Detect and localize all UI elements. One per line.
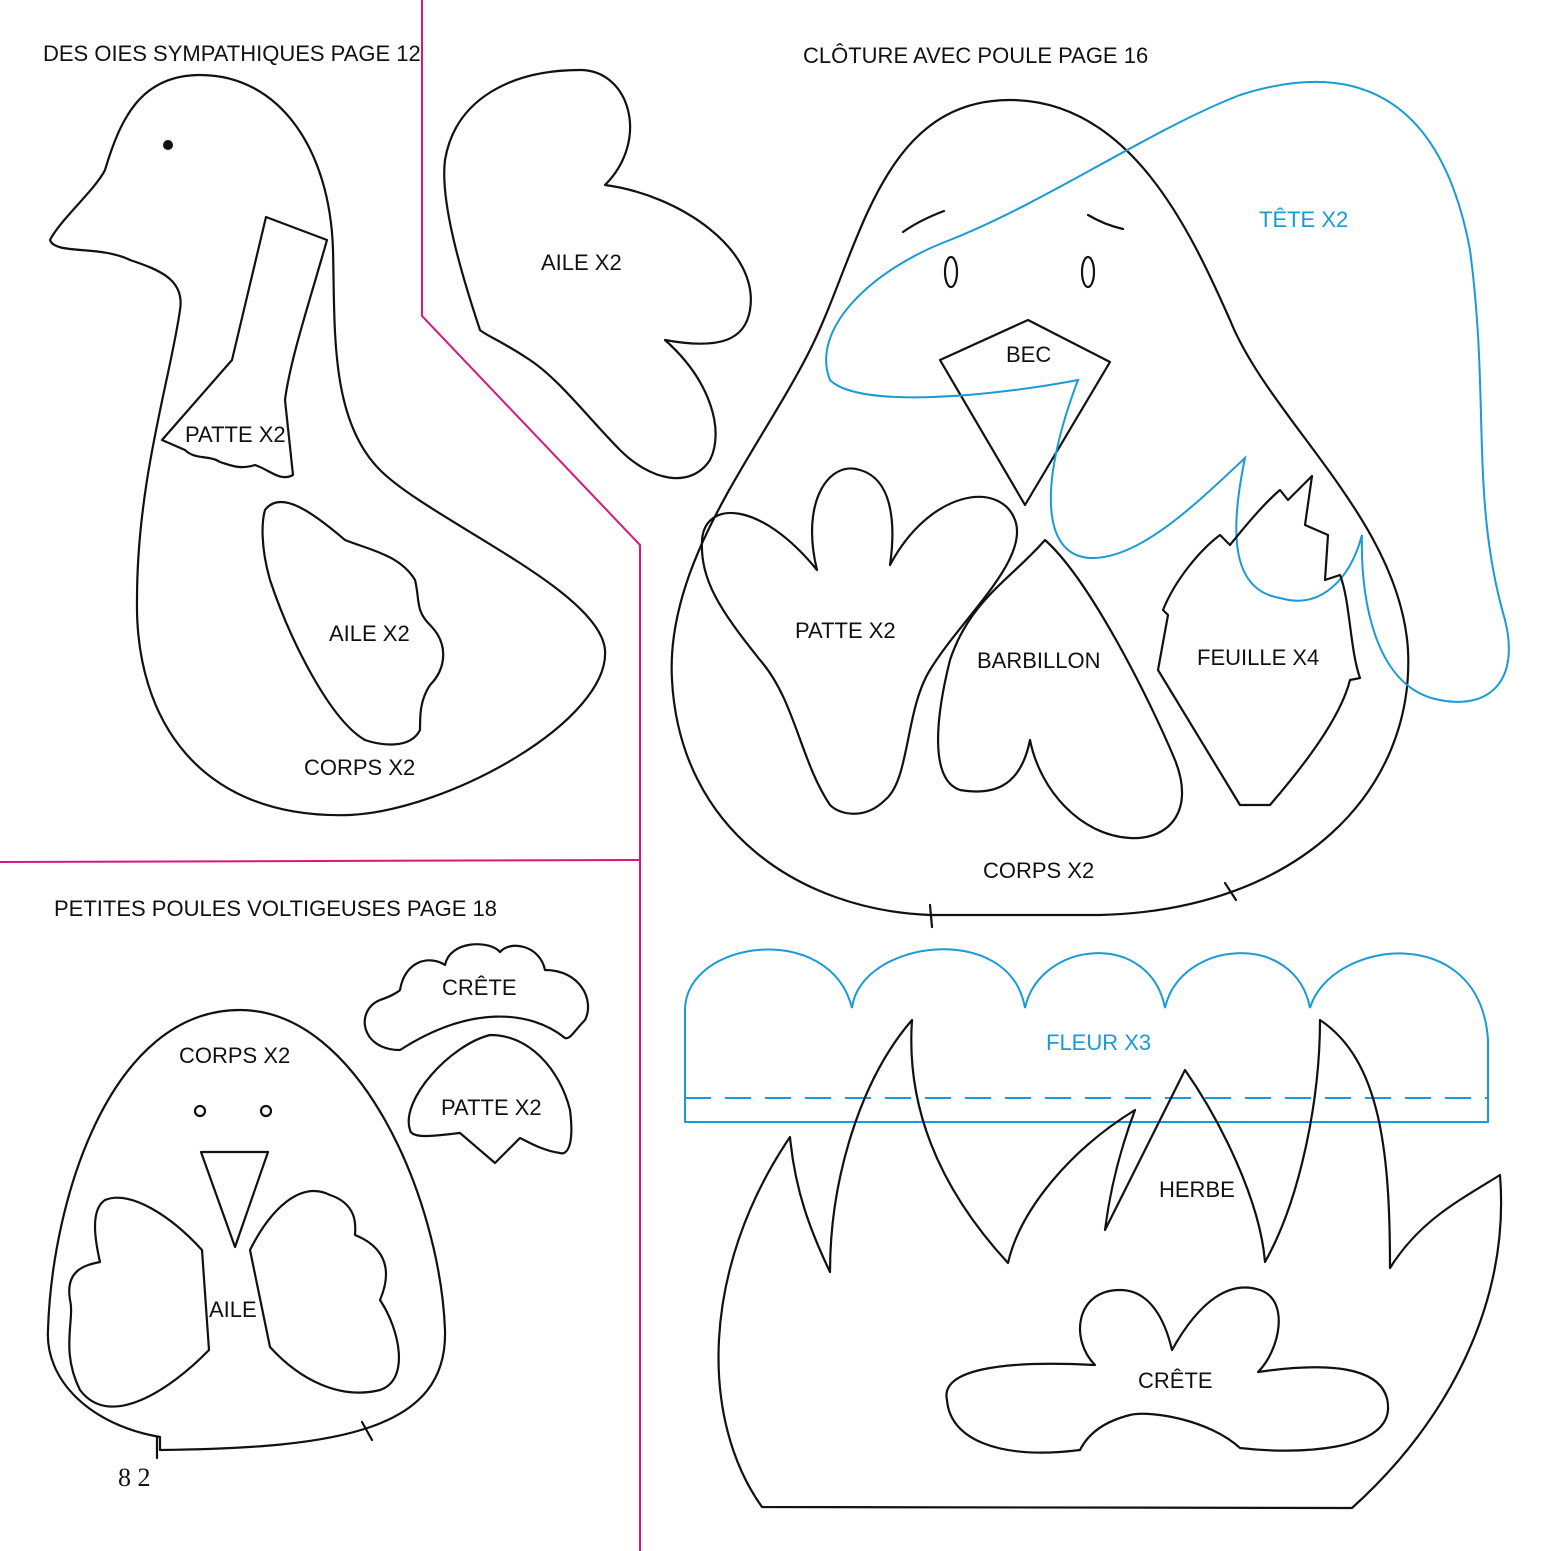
label-corps: CORPS X2: [983, 858, 1094, 883]
label-goose-corps: CORPS X2: [304, 755, 415, 780]
label-tete: TÊTE X2: [1259, 207, 1348, 232]
label-herbe: HERBE: [1159, 1177, 1235, 1202]
small-hen-body-pattern: [46, 1008, 447, 1452]
label-feuille: FEUILLE X4: [1197, 645, 1319, 670]
page-number: 8 2: [118, 1463, 151, 1492]
small-comb-pattern: [363, 943, 590, 1052]
label-patte: PATTE X2: [795, 618, 896, 643]
goose-wing-top-pattern: [443, 68, 752, 480]
leaf-pattern: [1156, 474, 1362, 807]
notch-marks: [928, 881, 1238, 929]
label-small-corps: CORPS X2: [179, 1043, 290, 1068]
section-divider: [0, 859, 641, 863]
label-top-aile: AILE X2: [541, 250, 622, 275]
goose-eye: [163, 140, 173, 150]
small-hen-wing: [248, 1189, 401, 1394]
section-divider: [421, 0, 641, 1551]
small-foot-pattern: [407, 1033, 573, 1165]
notch-marks: [155, 1420, 374, 1460]
hen-brows: [901, 209, 1125, 234]
hen-beak-pattern: [938, 318, 1112, 507]
label-goose-patte: PATTE X2: [185, 422, 286, 447]
label-small-patte: PATTE X2: [441, 1095, 542, 1120]
small-hen-eye: [259, 1104, 273, 1118]
grass-pattern: [717, 1018, 1503, 1510]
small-hen-wing: [68, 1196, 211, 1408]
flower-pattern: [684, 948, 1489, 1123]
hen-wattle-pattern: [936, 538, 1184, 840]
label-fleur: FLEUR X3: [1046, 1030, 1151, 1055]
comb-pattern: [945, 1286, 1390, 1454]
label-bec: BEC: [1006, 342, 1051, 367]
hen-foot-pattern: [700, 467, 1019, 815]
hen-eye: [943, 255, 959, 289]
section-title-poules: PETITES POULES VOLTIGEUSES PAGE 18: [54, 896, 497, 921]
label-crete: CRÊTE: [1138, 1368, 1213, 1393]
hen-head-pattern: [825, 80, 1510, 703]
section-title-oies: DES OIES SYMPATHIQUES PAGE 12: [43, 41, 421, 66]
goose-leg-pattern: [160, 215, 329, 479]
goose-body-pattern: [48, 73, 607, 817]
small-hen-beak: [199, 1150, 270, 1249]
label-goose-aile: AILE X2: [329, 621, 410, 646]
section-title-cloture: CLÔTURE AVEC POULE PAGE 16: [803, 43, 1148, 68]
label-small-crete: CRÊTE: [442, 975, 517, 1000]
label-barbillon: BARBILLON: [977, 648, 1101, 673]
hen-eye: [1080, 255, 1096, 289]
goose-wing-pattern: [261, 500, 445, 746]
small-hen-eye: [193, 1104, 207, 1118]
label-small-aile: AILE: [209, 1297, 257, 1322]
